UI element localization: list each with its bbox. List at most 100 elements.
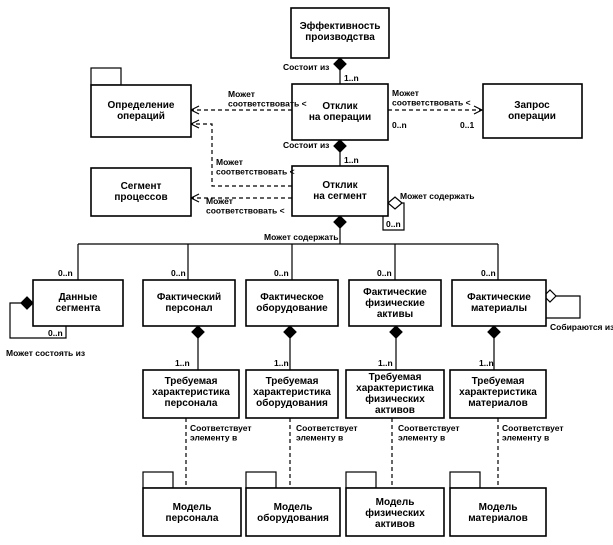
multiplicity-label: 1..n [479,358,494,368]
text-line: оборудования [257,512,329,524]
text-line: физических [365,507,425,519]
text-line: активов [375,519,415,530]
text-line: соответствовать < [206,206,285,216]
multiplicity-label: 0..n [58,268,73,278]
multiplicity-label: 0..n [481,268,496,278]
text-line: физические [365,297,425,309]
multiplicity-label: 0..1 [460,120,474,130]
composition-diamond [283,325,297,339]
text-line: сегмента [56,303,101,314]
text-line: Может [392,88,419,98]
may-contain-label: Может содержать [264,232,338,242]
text-line: характеристика [152,387,230,398]
text-line: процессов [114,192,167,203]
text-line: Фактические [467,292,531,303]
text-line: операций [117,111,165,122]
text-line: Сегмент [121,181,162,192]
actmat-self-aggregation [546,295,581,319]
text-line: персонала [165,398,218,409]
text-line: материалы [471,303,527,314]
composition-diamond [333,57,347,71]
multiplicity-label: 1..n [344,73,359,83]
text-line: Соответствует [502,423,564,433]
text-line: Определение [108,100,175,111]
text-line: физических [365,393,425,405]
text-line: Соответствует [296,423,358,433]
text-line: активов [375,405,415,416]
multiplicity-label: 0..n [377,268,392,278]
text-line: Отклик [322,101,358,112]
text-line: Фактический [157,292,221,303]
text-line: Фактическое [260,292,324,303]
multiplicity-label: 1..n [274,358,289,368]
text-line: элементу в [398,433,445,443]
composition-diamond [20,296,34,310]
assembled-from-label: Собираются из [550,322,613,332]
text-line: Эффективность [300,20,381,32]
composition-diamond [333,215,347,229]
text-line: на сегмент [313,191,367,202]
text-line: соответствовать < [228,99,307,109]
multiplicity-label: 1..n [378,358,393,368]
may-contain-label: Может содержать [400,191,474,201]
text-line: персонал [165,303,212,314]
segresp-opdef-dependency [191,124,292,187]
may-consist-of-label: Может состоять из [6,348,85,358]
text-line: элементу в [296,433,343,443]
multiplicity-label: 0..n [171,268,186,278]
text-line: на операции [309,112,371,123]
multiplicity-label: 0..n [392,120,407,130]
text-line: Соответствует [398,423,460,433]
text-line: Данные [59,292,98,303]
text-line: характеристика [356,383,434,394]
text-line: материалов [468,513,528,524]
text-line: соответствовать < [392,98,471,108]
text-line: Требуемая [266,375,319,387]
text-line: Может [206,196,233,206]
text-line: Может [216,157,243,167]
text-line: оборудование [256,302,328,314]
multiplicity-label: 1..n [175,358,190,368]
multiplicity-label: 0..n [386,219,401,229]
text-line: Модель [173,502,212,513]
text-line: Модель [479,502,518,513]
multiplicity-label: 0..n [48,328,63,338]
connectors [9,57,581,496]
text-line: Фактические [363,287,427,298]
text-line: активы [377,309,413,320]
consists-of-label: Состоит из [283,140,329,150]
text-line: персонала [166,513,219,524]
